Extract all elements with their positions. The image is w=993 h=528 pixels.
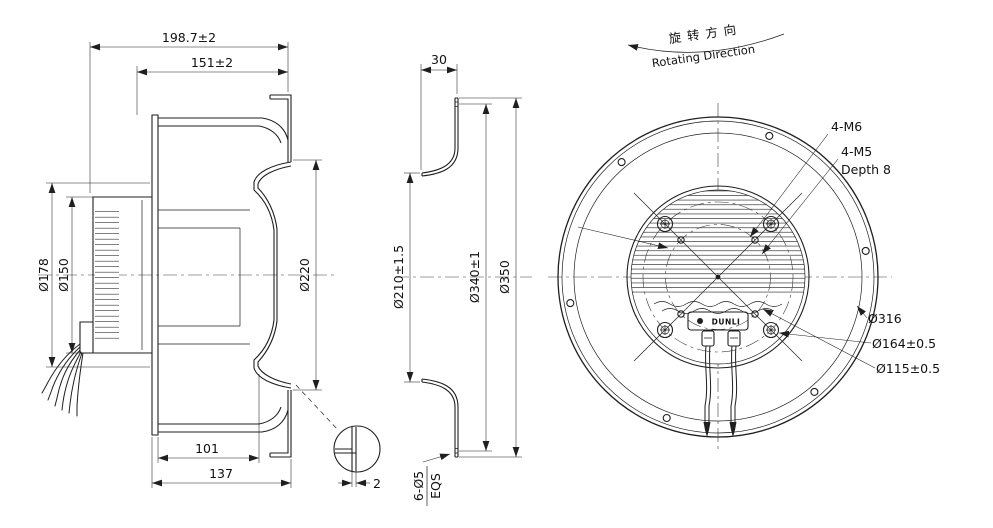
nameplate: DUNLI xyxy=(687,311,749,331)
brand-logo-icon xyxy=(697,318,703,324)
motor-hub: DUNLI xyxy=(626,185,810,437)
leader-4m6 xyxy=(749,133,829,238)
flange-bolt-holes xyxy=(455,101,458,454)
dim-outer-d350-label: Ø350 xyxy=(497,260,512,294)
rotation-direction-cn-label: 旋转方向 xyxy=(668,21,743,46)
dim-throat-d210-label: Ø210±1.5 xyxy=(391,245,406,309)
detail-circle xyxy=(333,425,381,473)
dim-boltcircle-d340: Ø340±1 xyxy=(459,103,492,452)
power-cables xyxy=(703,345,738,437)
rotation-direction-arrow xyxy=(627,33,785,53)
label-d115: Ø115±0.5 xyxy=(876,361,940,376)
inlet-ring-outline xyxy=(421,97,459,458)
dim-motor-d178: Ø178 xyxy=(36,182,150,368)
rotation-direction: 旋转方向 Rotating Direction xyxy=(627,21,785,70)
mounting-screws xyxy=(656,215,780,339)
label-4m6: 4-M6 xyxy=(831,119,862,134)
dim-thickness-label: 2 xyxy=(373,476,381,491)
front-annotations: 4-M6 4-M5 Depth 8 Ø316 Ø164±0.5 Ø115±0.5 xyxy=(577,119,940,376)
dim-throat-d210: Ø210±1.5 xyxy=(391,172,420,383)
left-leader-line xyxy=(577,226,669,250)
screw xyxy=(656,321,674,339)
rotation-direction-en-label: Rotating Direction xyxy=(651,42,756,70)
inlet-ring-view: 30 Ø210±1.5 Ø340±1 Ø350 6-Ø5 EQS xyxy=(391,52,532,506)
screw xyxy=(762,321,780,339)
label-depth8: Depth 8 xyxy=(841,162,891,177)
label-d164: Ø164±0.5 xyxy=(872,336,936,351)
leader-4m5 xyxy=(761,158,839,255)
dim-motor-d178-label: Ø178 xyxy=(36,258,51,292)
flange-holes xyxy=(566,131,870,423)
boltcircle-164 xyxy=(642,201,794,353)
detail-leader-line xyxy=(295,384,339,431)
leader-d316 xyxy=(856,305,868,319)
dim-housing-depth: 151±2 xyxy=(136,55,288,115)
hub-lower-panel xyxy=(631,296,805,364)
label-d316: Ø316 xyxy=(868,311,902,326)
outer-rim-inner-circle xyxy=(561,120,875,434)
detail-view: 2 xyxy=(295,384,381,491)
leader-d115 xyxy=(762,308,876,369)
holes-note: 6-Ø5 EQS xyxy=(411,453,451,506)
side-view-outline xyxy=(151,94,292,458)
dim-total-depth: 198.7±2 xyxy=(89,30,289,193)
impeller-d316-circle xyxy=(573,132,863,422)
dim-width-101: 101 xyxy=(157,374,260,463)
motor-wires xyxy=(41,343,84,417)
dim-outer-d350: Ø350 xyxy=(459,97,522,458)
dim-ring-depth-30: 30 xyxy=(420,52,458,170)
dim-width-137: 137 xyxy=(151,437,292,488)
side-view: 198.7±2 151±2 Ø178 Ø150 Ø220 xyxy=(36,30,381,491)
dim-ring-depth-label: 30 xyxy=(431,52,447,67)
dim-inlet-d220: Ø220 xyxy=(293,159,322,391)
outer-rim-circle xyxy=(557,116,879,438)
cable-glands xyxy=(701,330,741,347)
cable-connector xyxy=(703,422,711,437)
leader-d164 xyxy=(778,330,872,344)
holes-note-eqs-label: EQS xyxy=(428,473,443,499)
hub-center-point xyxy=(715,274,721,280)
dim-motor-d150-label: Ø150 xyxy=(56,258,71,292)
dim-width-101-label: 101 xyxy=(195,441,219,456)
dim-inlet-d220-label: Ø220 xyxy=(297,258,312,292)
dim-housing-depth-label: 151±2 xyxy=(191,55,233,70)
screw xyxy=(656,215,674,233)
dim-width-137-label: 137 xyxy=(209,466,233,481)
wave-line-1 xyxy=(653,301,783,307)
cable-connector xyxy=(729,422,737,437)
motor-body xyxy=(79,196,152,354)
holes-note-label: 6-Ø5 xyxy=(411,471,426,501)
motor-fins xyxy=(95,207,119,343)
front-view: DUNLI 4-M6 4-M5 Depth 8 xyxy=(548,21,940,452)
screw xyxy=(762,215,780,233)
label-4m5: 4-M5 xyxy=(841,144,872,159)
dim-boltcircle-d340-label: Ø340±1 xyxy=(467,251,482,303)
dim-total-depth-label: 198.7±2 xyxy=(162,30,216,45)
dim-motor-d150: Ø150 xyxy=(56,196,93,354)
brand-logo-text: DUNLI xyxy=(712,318,741,327)
